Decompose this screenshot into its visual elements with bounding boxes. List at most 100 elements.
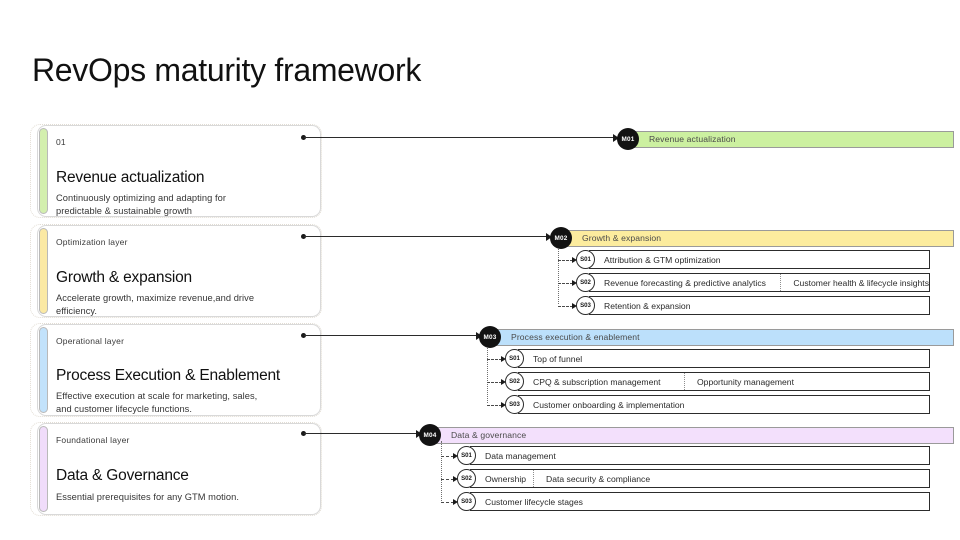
node-bar: Revenue actualization [632, 130, 954, 148]
tree-stub [558, 283, 573, 284]
tree-stub-arrow [572, 302, 577, 309]
tree-subrow-m03-s01[interactable]: S01 Top of funnel [505, 349, 930, 368]
node-bar: Growth & expansion [565, 229, 954, 247]
tree-node-m03[interactable]: M03 Process execution & enablement [479, 326, 954, 348]
subrow-bar: Attribution & GTM optimization [589, 250, 930, 269]
subrow-badge: S03 [457, 492, 476, 511]
tree-stub [487, 359, 502, 360]
node-label: Data & governance [451, 430, 527, 440]
tree-stub [558, 260, 573, 261]
node-badge: M03 [479, 326, 501, 348]
tree-stub-arrow [501, 378, 506, 385]
tree-subrow-m04-s02[interactable]: S02 Ownership Data security & compliance [457, 469, 930, 488]
subrow-cell: CPQ & subscription management [533, 376, 661, 387]
card-description: Essential prerequisites for any GTM moti… [56, 492, 239, 502]
tree-subrow-m04-s03[interactable]: S03 Customer lifecycle stages [457, 492, 930, 511]
card-description: Accelerate growth, maximize revenue,and … [56, 293, 255, 316]
tree-stub-arrow [453, 498, 458, 505]
tree-stub-arrow [453, 452, 458, 459]
card-kicker: Optimization layer [56, 237, 128, 247]
node-badge: M02 [550, 227, 572, 249]
tree-subrow-m02-s03[interactable]: S03 Retention & expansion [576, 296, 930, 315]
subrow-badge: S01 [576, 250, 595, 269]
subrow-badge: S02 [457, 469, 476, 488]
maturity-card-1[interactable]: 01 Revenue actualization Continuously op… [30, 124, 322, 218]
connector-dot-4 [301, 431, 306, 436]
card-accent-bar [39, 128, 48, 214]
card-body: Foundational layer Data & Governance Ess… [37, 423, 321, 515]
connector-line-1 [304, 137, 615, 138]
tree-spine-m03 [487, 343, 488, 403]
tree-stub-arrow [572, 279, 577, 286]
node-bar: Process execution & enablement [494, 328, 954, 346]
card-kicker: Foundational layer [56, 435, 130, 445]
tree-stub-arrow [501, 355, 506, 362]
tree-node-m04[interactable]: M04 Data & governance [419, 424, 954, 446]
tree-stub [487, 382, 502, 383]
subrow-cell: Top of funnel [533, 353, 583, 364]
subrow-bar: Customer onboarding & implementation [518, 395, 930, 414]
tree-stub-arrow [572, 256, 577, 263]
tree-stub [487, 405, 502, 406]
card-accent-bar [39, 228, 48, 314]
tree-subrow-m03-s03[interactable]: S03 Customer onboarding & implementation [505, 395, 930, 414]
subrow-cell: Attribution & GTM optimization [604, 254, 721, 265]
card-accent-bar [39, 327, 48, 413]
maturity-card-4[interactable]: Foundational layer Data & Governance Ess… [30, 422, 322, 516]
subrow-bar: Ownership Data security & compliance [470, 469, 930, 488]
card-description: Effective execution at scale for marketi… [56, 391, 258, 414]
subrow-badge: S01 [457, 446, 476, 465]
tree-node-m01[interactable]: M01 Revenue actualization [617, 128, 954, 150]
tree-subrow-m04-s01[interactable]: S01 Data management [457, 446, 930, 465]
subrow-cell: Customer onboarding & implementation [533, 399, 685, 410]
subrow-cell: Ownership [485, 473, 527, 484]
subrow-badge: S03 [576, 296, 595, 315]
card-body: 01 Revenue actualization Continuously op… [37, 125, 321, 217]
card-title: Growth & expansion [56, 269, 192, 286]
subrow-badge: S03 [505, 395, 524, 414]
card-title: Revenue actualization [56, 169, 205, 186]
tree-subrow-m03-s02[interactable]: S02 CPQ & subscription management Opport… [505, 372, 930, 391]
card-title: Data & Governance [56, 467, 189, 484]
node-label: Process execution & enablement [511, 332, 640, 342]
connector-dot-3 [301, 333, 306, 338]
subrow-cell: Customer health & lifecycle insights [780, 274, 929, 291]
tree-stub-arrow [501, 401, 506, 408]
page-title: RevOps maturity framework [32, 52, 422, 88]
subrow-cell: Revenue forecasting & predictive analyti… [604, 277, 766, 288]
subrow-cell: Opportunity management [684, 373, 929, 390]
connector-arrow-1 [613, 133, 619, 142]
subrow-bar: Retention & expansion [589, 296, 930, 315]
card-kicker: Operational layer [56, 336, 125, 346]
card-kicker: 01 [56, 137, 66, 147]
tree-stub [441, 456, 454, 457]
card-accent-bar [39, 426, 48, 512]
tree-stub [441, 502, 454, 503]
connector-line-3 [304, 335, 478, 336]
subrow-cell: Data management [485, 450, 556, 461]
tree-subrow-m02-s01[interactable]: S01 Attribution & GTM optimization [576, 250, 930, 269]
tree-stub-arrow [453, 475, 458, 482]
card-body: Optimization layer Growth & expansion Ac… [37, 225, 321, 317]
node-bar: Data & governance [434, 426, 954, 444]
maturity-card-2[interactable]: Optimization layer Growth & expansion Ac… [30, 224, 322, 318]
subrow-cell: Data security & compliance [533, 470, 929, 487]
connector-line-4 [304, 433, 418, 434]
connector-dot-2 [301, 234, 306, 239]
node-label: Revenue actualization [649, 134, 736, 144]
subrow-badge: S02 [505, 372, 524, 391]
connector-dot-1 [301, 135, 306, 140]
maturity-card-3[interactable]: Operational layer Process Execution & En… [30, 323, 322, 417]
subrow-cell: Retention & expansion [604, 300, 691, 311]
tree-spine-m04 [441, 441, 442, 501]
subrow-badge: S01 [505, 349, 524, 368]
subrow-cell: Customer lifecycle stages [485, 496, 583, 507]
card-description: Continuously optimizing and adapting for… [56, 193, 226, 216]
tree-node-m02[interactable]: M02 Growth & expansion [550, 227, 954, 249]
node-badge: M01 [617, 128, 639, 150]
tree-subrow-m02-s02[interactable]: S02 Revenue forecasting & predictive ana… [576, 273, 930, 292]
subrow-badge: S02 [576, 273, 595, 292]
connector-arrow-2 [546, 232, 552, 241]
subrow-bar: Revenue forecasting & predictive analyti… [589, 273, 930, 292]
